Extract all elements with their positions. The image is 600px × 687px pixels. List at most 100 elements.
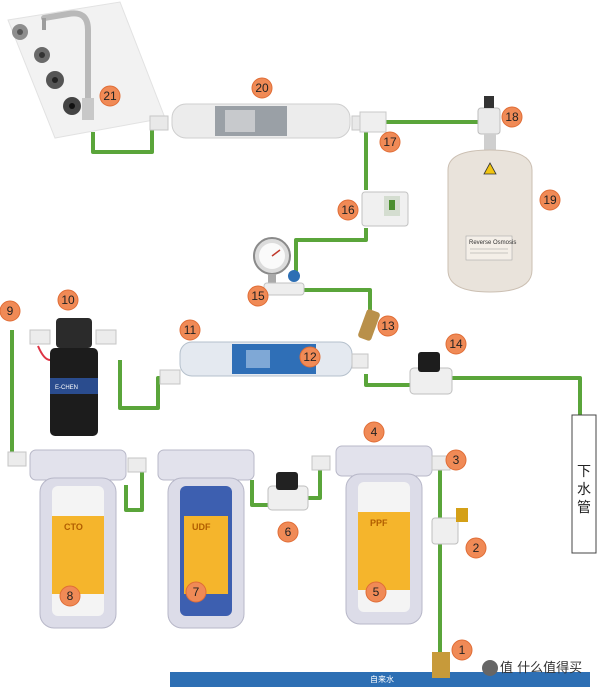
watermark-text: 值 什么值得买: [500, 660, 582, 676]
badge-number: 12: [303, 350, 317, 364]
badge-20: 20: [251, 77, 273, 99]
drain-label-3: 管: [577, 500, 591, 516]
badge-17: 17: [379, 131, 401, 153]
badge-circle: [277, 521, 299, 543]
badge-number: 14: [449, 337, 463, 351]
badge-circle: [59, 585, 81, 607]
badge-circle: [185, 581, 207, 603]
tap-label: 自来水: [370, 674, 394, 684]
filter-canister-3: PPF: [311, 445, 451, 625]
badge-circle: [501, 106, 523, 128]
badge-circle: [57, 289, 79, 311]
badge-number: 8: [67, 589, 74, 603]
badge-13: 13: [377, 315, 399, 337]
badge-circle: [251, 77, 273, 99]
badge-number: 17: [383, 135, 397, 149]
drain-label-1: 下: [577, 464, 591, 480]
pipe-hp-switch-to-gauge: [294, 228, 368, 272]
badge-19: 19: [539, 189, 561, 211]
badge-12: 12: [299, 346, 321, 368]
pipe-filter1-to-filter2: [124, 472, 144, 512]
cartridge-label-2: UDF: [192, 522, 211, 532]
badge-number: 16: [341, 203, 355, 217]
ball-valve: [431, 508, 468, 545]
badge-18: 18: [501, 106, 523, 128]
pipe-filter2-to-valve6: [250, 480, 270, 507]
badge-11: 11: [179, 319, 201, 341]
badge-circle: [451, 639, 473, 661]
badge-circle: [99, 85, 121, 107]
badge-15: 15: [247, 285, 269, 307]
badge-circle: [377, 315, 399, 337]
badge-circle: [379, 131, 401, 153]
badge-circle: [465, 537, 487, 559]
badge-3: 3: [445, 449, 467, 471]
badge-circle: [445, 449, 467, 471]
badge-2: 2: [465, 537, 487, 559]
badge-circle: [363, 421, 385, 443]
badge-circle: [0, 300, 21, 322]
badge-number: 20: [255, 81, 269, 95]
drain-solenoid-valve: [409, 352, 453, 395]
pipe-valve6-to-filter3: [308, 468, 322, 500]
drain-label-2: 水: [577, 482, 591, 498]
watermark: 值 什么值得买: [482, 660, 582, 676]
badge-number: 11: [184, 323, 197, 337]
pump-label: E-CHEN: [55, 385, 78, 391]
badge-9: 9: [0, 300, 21, 322]
booster-pump: E-CHEN: [29, 318, 117, 436]
badge-14: 14: [445, 333, 467, 355]
filter-canister-2: UDF: [127, 449, 255, 629]
badge-number: 18: [505, 110, 519, 124]
badge-circle: [247, 285, 269, 307]
ro-membrane: [159, 341, 369, 385]
flow-restrictor: [358, 309, 380, 341]
badge-1: 1: [451, 639, 473, 661]
inlet-solenoid-valve: [267, 472, 309, 511]
badge-number: 7: [193, 585, 200, 599]
badge-number: 4: [371, 425, 378, 439]
badge-number: 2: [473, 541, 480, 555]
pressure-gauge: [253, 237, 305, 296]
tee-fitting: [359, 111, 387, 133]
badge-16: 16: [337, 199, 359, 221]
tap-inlet: 自来水: [170, 652, 590, 687]
faucet-card: [7, 1, 166, 139]
badge-5: 5: [365, 581, 387, 603]
pressure-tank: Reverse Osmosis: [447, 134, 533, 293]
badge-number: 5: [373, 585, 380, 599]
drain-pipe-box: 下 水 管: [571, 414, 597, 554]
pipe-gauge-to-flow: [300, 288, 372, 312]
filter-canister-1: CTO: [7, 449, 127, 629]
high-pressure-switch: [361, 191, 409, 227]
tank-valve: [477, 96, 501, 135]
tank-label: Reverse Osmosis: [469, 240, 516, 246]
badge-circle: [445, 333, 467, 355]
pipe-membrane-to-solenoid: [364, 374, 410, 387]
badge-7: 7: [185, 581, 207, 603]
badge-circle: [365, 581, 387, 603]
badge-circle: [337, 199, 359, 221]
badge-number: 10: [61, 293, 75, 307]
badge-number: 3: [453, 453, 460, 467]
badge-circle: [179, 319, 201, 341]
badge-number: 15: [251, 289, 265, 303]
pipe-solenoid-to-drain: [450, 376, 582, 415]
badge-circle: [539, 189, 561, 211]
badge-4: 4: [363, 421, 385, 443]
badge-6: 6: [277, 521, 299, 543]
cartridge-label-1: CTO: [64, 522, 83, 532]
badge-number: 6: [285, 525, 292, 539]
badge-21: 21: [99, 85, 121, 107]
badge-number: 1: [459, 643, 466, 657]
badge-number: 19: [543, 193, 557, 207]
post-carbon-filter: [149, 103, 367, 139]
badge-10: 10: [57, 289, 79, 311]
badge-number: 13: [381, 319, 395, 333]
cartridge-label-3: PPF: [370, 518, 388, 528]
badge-circle: [299, 346, 321, 368]
badge-8: 8: [59, 585, 81, 607]
